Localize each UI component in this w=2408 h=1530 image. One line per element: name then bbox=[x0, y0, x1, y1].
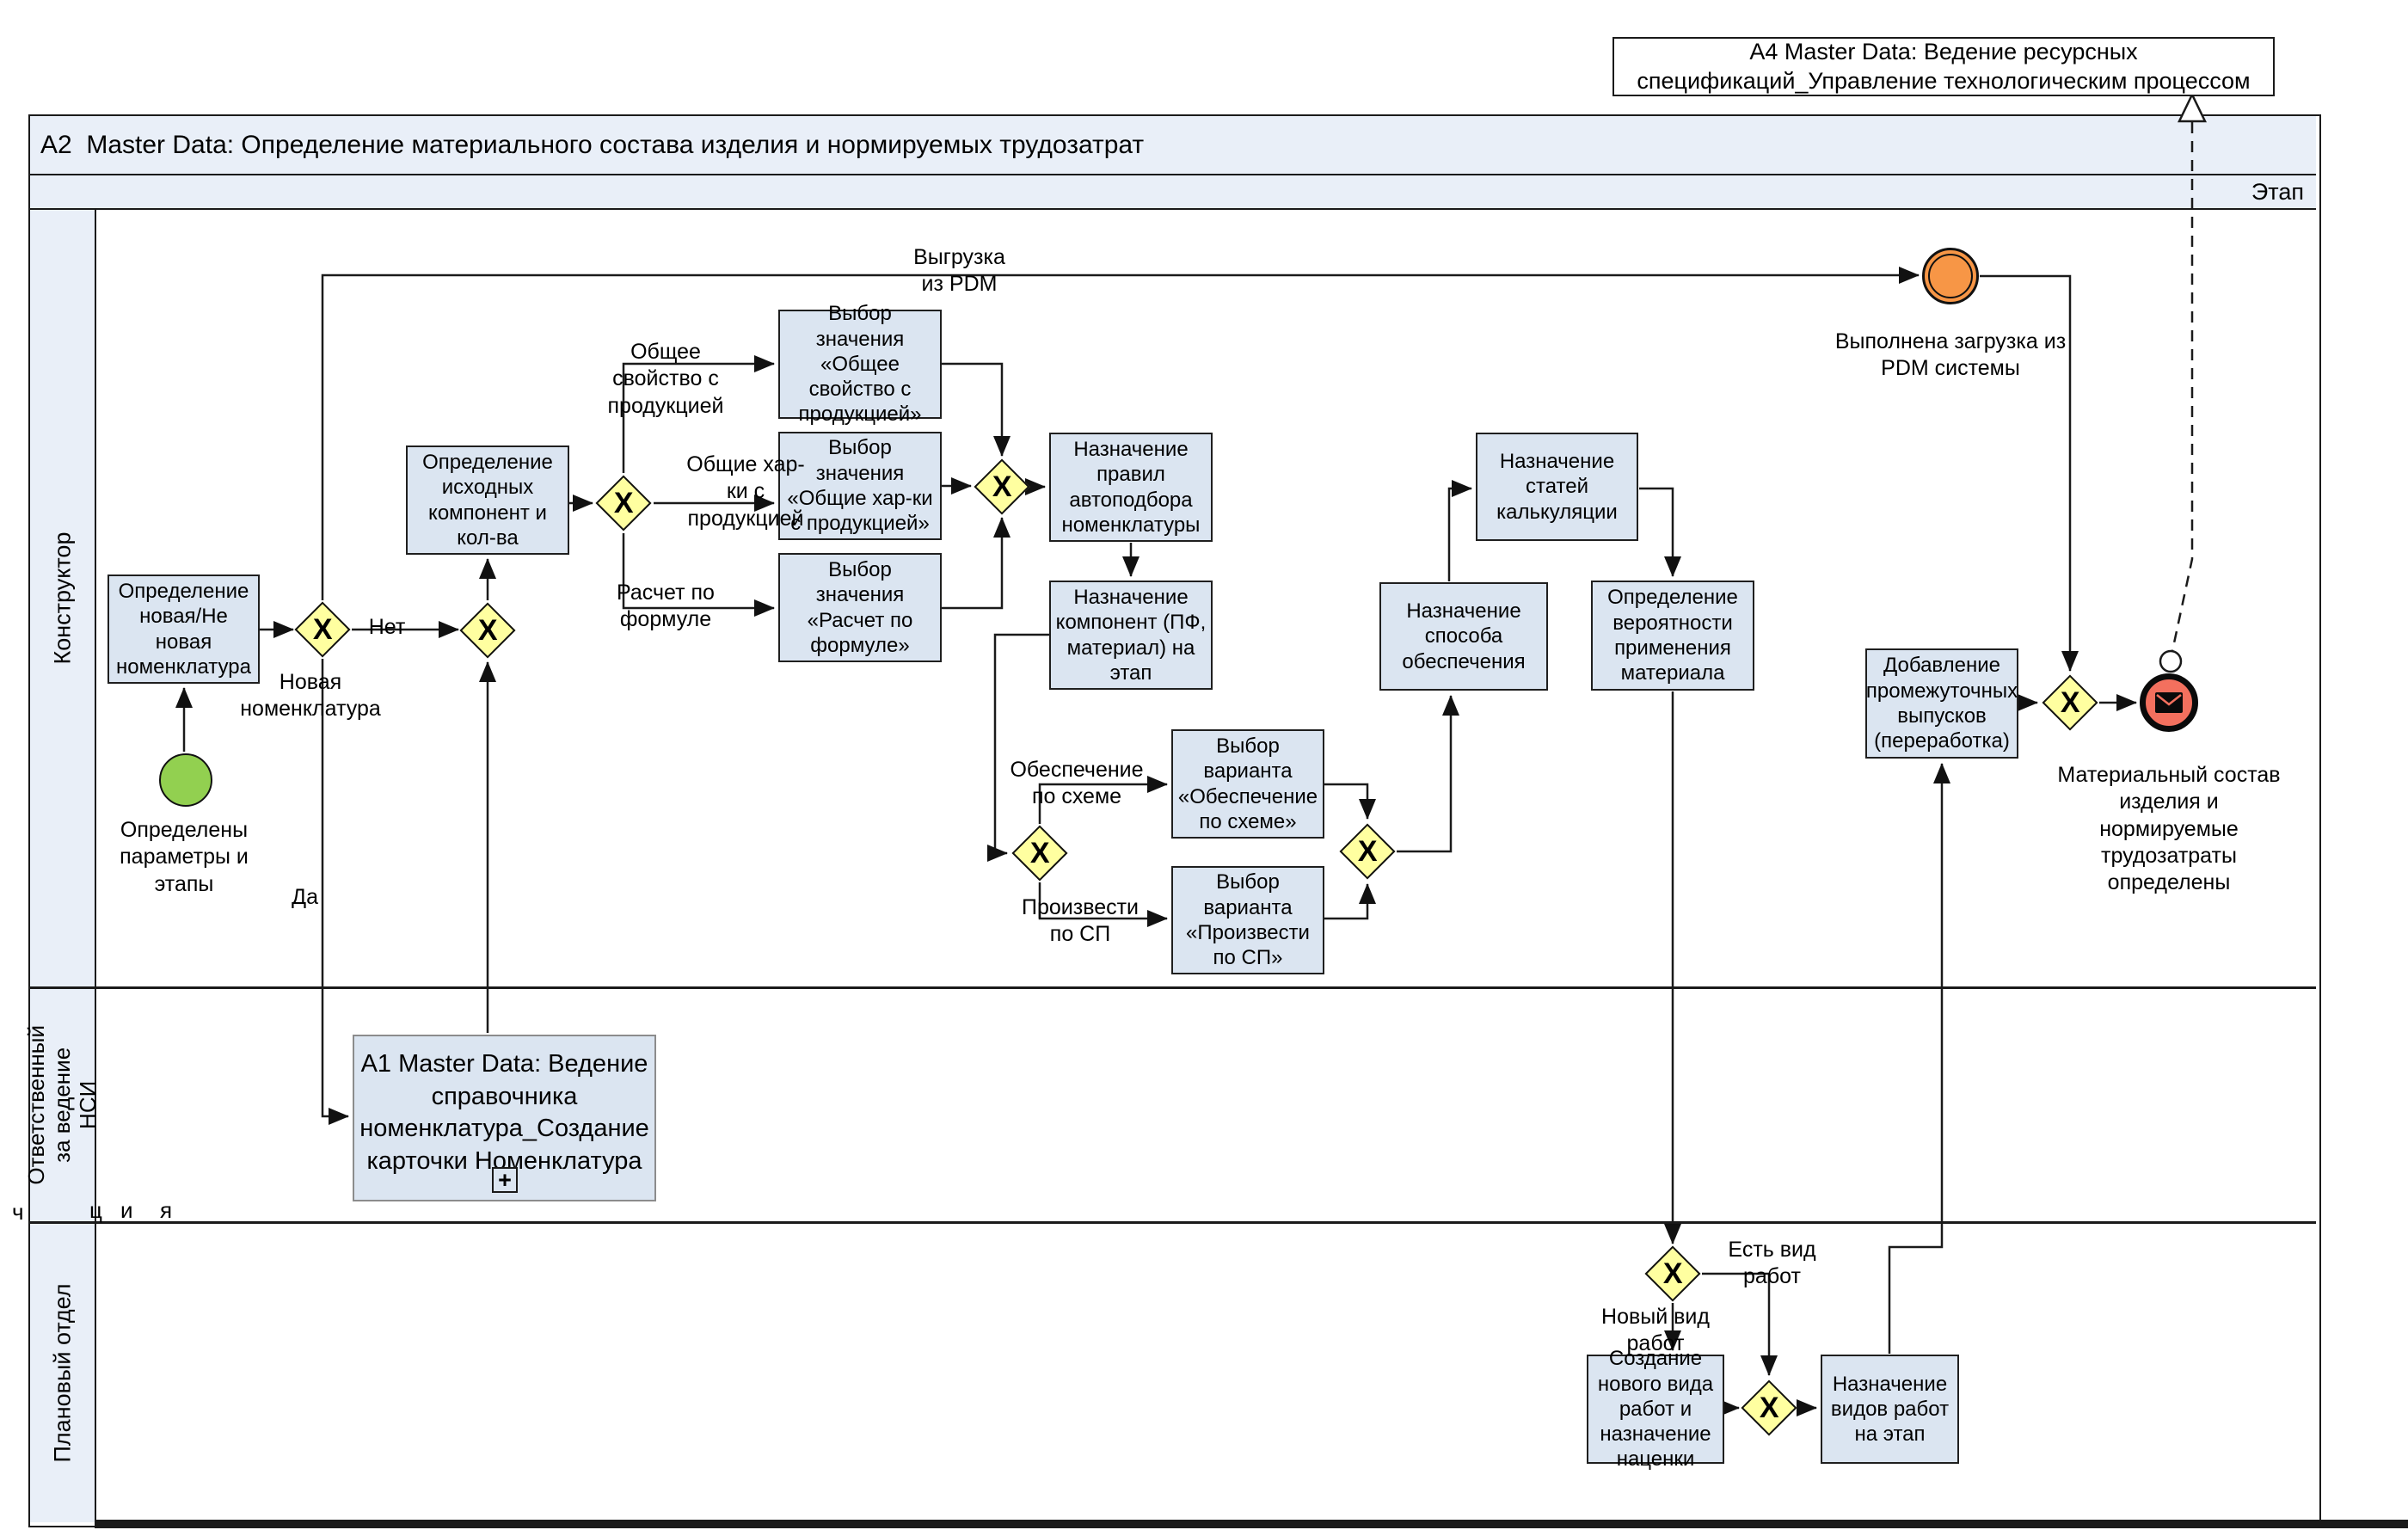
clipped-fragment-3: я bbox=[160, 1197, 173, 1223]
task-select-produce-sp[interactable]: Выбор варианта «Произвести по СП» bbox=[1171, 866, 1324, 974]
task-select-supply-scheme[interactable]: Выбор варианта «Обеспечение по схеме» bbox=[1171, 729, 1324, 839]
flow-components-stage-to-gw5 bbox=[987, 633, 1049, 862]
lane-divider-1 bbox=[30, 986, 2316, 989]
flow-pdm-event-to-gw7 bbox=[1980, 274, 2079, 672]
flow-gw3-formula bbox=[622, 533, 775, 617]
task-define-new-nomenclature[interactable]: Определение новая/Не новая номенклатура bbox=[108, 575, 260, 684]
link-a4-resource-specs[interactable]: A4 Master Data: Ведение ресурсных специф… bbox=[1612, 37, 2275, 96]
task-select-common-property[interactable]: Выбор значения «Общее свойство с продукц… bbox=[778, 302, 942, 426]
intermediate-event-ring bbox=[1928, 254, 1973, 298]
task-define-material-probability[interactable]: Определение вероятности применения матер… bbox=[1591, 581, 1754, 691]
flow-gw3-common-property bbox=[622, 355, 775, 473]
lane-nsi: Ответственный за ведение НСИ bbox=[23, 988, 100, 1221]
flow-label-new-work-type: Новый вид работ bbox=[1601, 1305, 1710, 1356]
flow-label-supply-scheme: Обеспечение по схеме bbox=[1010, 758, 1144, 809]
pool-bottom-bar bbox=[95, 1520, 2408, 1528]
stage-header-row: Этап bbox=[30, 175, 2316, 210]
flow-label-new-nomenclature: Новая номенклатура bbox=[240, 670, 381, 722]
lane-constructor: Конструктор bbox=[30, 210, 96, 986]
flow-formulavalue-to-gw4 bbox=[942, 517, 1010, 610]
task-define-components[interactable]: Определение исходных компонент и кол-ва bbox=[406, 445, 569, 555]
task-assign-work-types[interactable]: Назначение видов работ на этап bbox=[1821, 1355, 1959, 1464]
pdm-event-label: Выполнена загрузка из PDM системы bbox=[1834, 329, 2067, 381]
flow-supply-method-to-costing bbox=[1447, 480, 1472, 581]
flow-label-produce-sp: Произвести по СП bbox=[1021, 895, 1140, 947]
flow-gw8-exists bbox=[1702, 1272, 1778, 1376]
lane-divider-2 bbox=[30, 1221, 2316, 1224]
start-event-label: Определены параметры и этапы bbox=[120, 818, 249, 896]
task-assign-supply-method[interactable]: Назначение способа обеспечения bbox=[1379, 582, 1548, 691]
link-circle-icon bbox=[2159, 649, 2183, 673]
clipped-fragment-2: и bbox=[120, 1197, 133, 1223]
link-dashed-to-a4 bbox=[2171, 122, 2194, 652]
flow-gw6-to-supply-method bbox=[1397, 695, 1459, 853]
link-a4-label: A4 Master Data: Ведение ресурсных специф… bbox=[1637, 38, 2251, 94]
end-event-label: Материальный состав изделия и нормируемы… bbox=[2057, 763, 2281, 894]
stage-header-label: Этап bbox=[2251, 178, 2304, 205]
task-assign-autoselect-rules[interactable]: Назначение правил автоподбора номенклату… bbox=[1049, 433, 1213, 542]
task-select-common-chars[interactable]: Выбор значения «Общие хар-ки с продукцие… bbox=[778, 432, 942, 540]
flow-sp-to-gw6 bbox=[1324, 883, 1376, 920]
link-a1-label: A1 Master Data: Ведение справочника номе… bbox=[359, 1050, 649, 1176]
message-icon bbox=[2155, 692, 2183, 713]
flow-label-common-chars: Общие хар-ки с продукцией bbox=[686, 452, 805, 531]
clipped-fragment-4: ч bbox=[12, 1199, 24, 1225]
flow-label-common-property: Общее свойство с продукцией bbox=[607, 340, 724, 418]
flow-propertyvalue-to-gw4 bbox=[942, 362, 1010, 457]
pool-title: A2 Master Data: Определение материальног… bbox=[40, 130, 1145, 159]
flow-label-pdm-export: Выгрузка из PDM bbox=[913, 245, 1005, 297]
subprocess-plus-icon[interactable]: + bbox=[492, 1167, 518, 1193]
task-add-intermediate-releases[interactable]: Добавление промежуточных выпусков (перер… bbox=[1865, 648, 2018, 759]
task-assign-costing-items[interactable]: Назначение статей калькуляции bbox=[1476, 433, 1638, 541]
flow-label-work-type-exists: Есть вид работ bbox=[1728, 1238, 1816, 1289]
flow-assign-worktypes-to-releases bbox=[1888, 763, 1950, 1354]
lane-planning: Плановый отдел bbox=[30, 1223, 96, 1522]
flow-label-no: Нет bbox=[368, 615, 406, 639]
flow-label-yes: Да bbox=[292, 885, 318, 909]
task-select-formula[interactable]: Выбор значения «Расчет по формуле» bbox=[778, 553, 942, 662]
task-assign-components-stage[interactable]: Назначение компонент (ПФ, материал) на э… bbox=[1049, 581, 1213, 690]
link-triangle-icon bbox=[2178, 92, 2207, 123]
start-event[interactable] bbox=[159, 753, 212, 807]
flow-gw1-yes-to-a1 bbox=[321, 659, 349, 1125]
flow-scheme-to-gw6 bbox=[1324, 783, 1376, 820]
pdm-loaded-event[interactable] bbox=[1922, 248, 1979, 304]
pool-title-bar: A2 Master Data: Определение материальног… bbox=[30, 116, 2316, 175]
flow-gw1-pdm-export bbox=[321, 267, 1920, 600]
flow-costing-to-probability bbox=[1639, 487, 1681, 577]
clipped-fragment-1: ц bbox=[89, 1197, 102, 1223]
end-message-event[interactable] bbox=[2140, 673, 2198, 732]
flow-label-formula: Расчет по формуле bbox=[617, 581, 715, 632]
task-create-work-type[interactable]: Создание нового вида работ и назначение … bbox=[1587, 1347, 1724, 1471]
flow-gw5-sp bbox=[1038, 882, 1168, 927]
flow-gw5-scheme bbox=[1038, 776, 1168, 824]
